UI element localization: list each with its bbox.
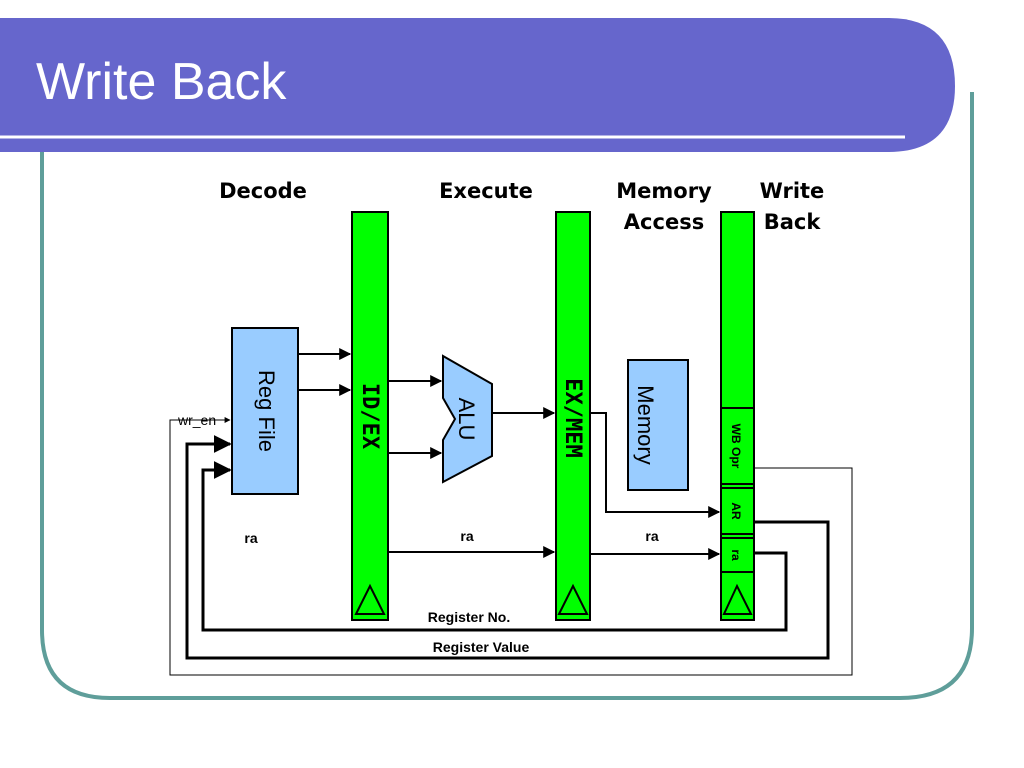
memory-label: Memory: [633, 385, 658, 464]
mem-wb-clock-icon: [722, 583, 753, 615]
id-ex-label: ID/EX: [357, 383, 382, 449]
exmem-to-ar-wire: [590, 412, 721, 518]
id-ex-register: [351, 211, 389, 621]
stage-label-execute: Execute: [439, 179, 533, 203]
ra-cell: [720, 537, 755, 573]
stage-label-writeback-line2: Back: [764, 210, 822, 234]
stage-label-decode: Decode: [219, 179, 307, 203]
ex-mem-clock-icon: [557, 583, 589, 615]
stage-label-memory-line2: Access: [624, 210, 704, 234]
wr-en-label: wr_en: [177, 412, 216, 428]
wb-opr-label: WB Opr: [729, 424, 743, 469]
alu-label: ALU: [454, 398, 479, 441]
memory-box: [627, 359, 689, 491]
register-value-wire: [185, 435, 830, 660]
ra-label-memory: ra: [645, 528, 658, 544]
ex-mem-label: EX/MEM: [560, 378, 585, 457]
ar-label: AR: [729, 502, 743, 520]
ex-mem-register: [555, 211, 591, 621]
wb-opr-cell: [720, 407, 755, 485]
stage-label-writeback-line1: Write: [760, 179, 825, 203]
stage-label-memory-line1: Memory: [616, 179, 712, 203]
register-no-wire: [201, 461, 788, 632]
ar-cell: [720, 487, 755, 535]
page-title: Write Back: [36, 53, 287, 111]
ra-cell-label: ra: [729, 549, 743, 561]
slide-frame: [40, 92, 974, 700]
wb-opr-control-wire: [169, 417, 853, 676]
register-value-label: Register Value: [433, 639, 530, 655]
id-ex-clock-icon: [354, 583, 386, 615]
reg-file-label: Reg File: [254, 370, 279, 452]
ra-label-decode: ra: [244, 530, 257, 546]
register-no-label: Register No.: [428, 609, 510, 625]
title-banner: [0, 18, 955, 152]
alu-unit: [442, 354, 493, 484]
reg-file-box: [231, 327, 299, 495]
ra-label-execute: ra: [460, 528, 473, 544]
